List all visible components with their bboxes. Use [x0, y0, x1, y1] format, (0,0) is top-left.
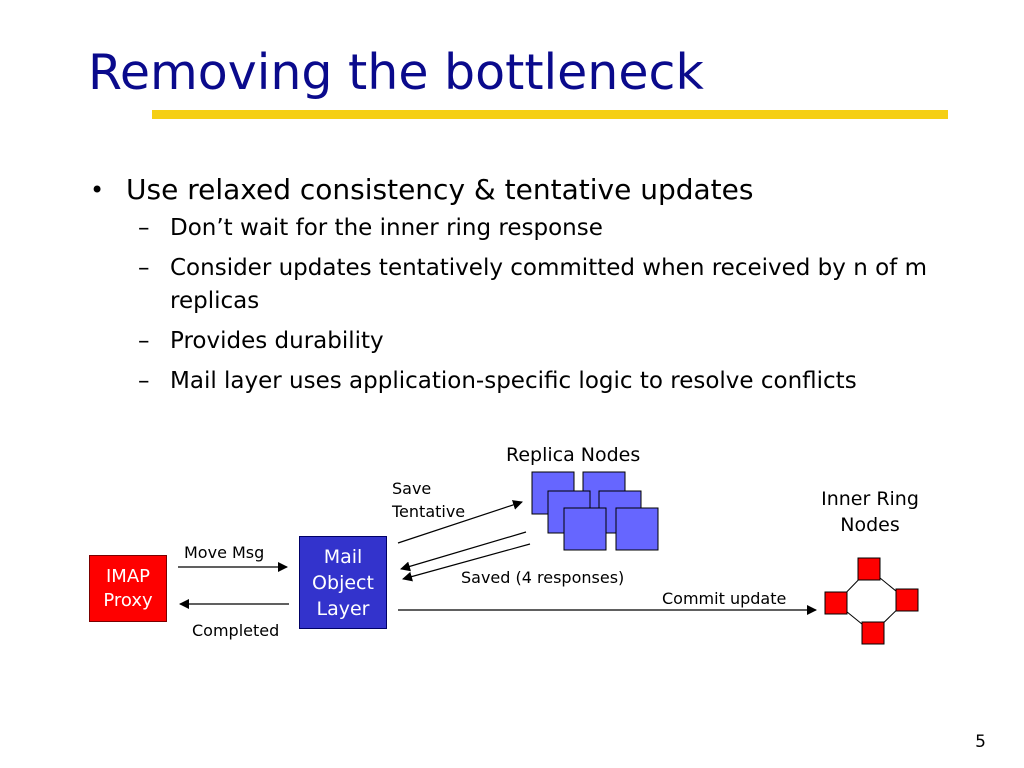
replica-node — [563, 507, 607, 551]
replica-nodes-group — [531, 471, 659, 551]
commit-update-label: Commit update — [662, 589, 787, 608]
move-msg-label: Move Msg — [184, 543, 265, 562]
saved-responses-arrow — [402, 543, 531, 582]
sub-bullet-text: Consider updates tentatively committed w… — [170, 255, 927, 314]
sub-bullet-text: Provides durability — [170, 328, 384, 354]
mail-object-layer-label: Mail Object Layer — [312, 545, 374, 620]
replica-node — [615, 507, 659, 551]
dash-icon: – — [138, 328, 150, 354]
bullet-main: • Use relaxed consistency & tentative up… — [90, 170, 950, 210]
sub-bullet-3: – Provides durability — [90, 325, 950, 358]
sub-bullet-1: – Don’t wait for the inner ring response — [90, 212, 950, 245]
sub-bullet-2: – Consider updates tentatively committed… — [90, 252, 950, 318]
bullet-list: • Use relaxed consistency & tentative up… — [90, 170, 950, 405]
saved-responses-label: Saved (4 responses) — [461, 568, 625, 587]
completed-label: Completed — [192, 621, 280, 640]
page-number: 5 — [975, 732, 986, 752]
slide-title: Removing the bottleneck — [88, 44, 704, 101]
save-tentative-label: Save Tentative — [392, 479, 466, 521]
ring-node — [861, 621, 885, 645]
inner-ring-label: Inner Ring Nodes — [821, 488, 919, 536]
title-underline — [152, 110, 948, 119]
save-tentative-arrow — [397, 500, 523, 544]
replica-nodes-label: Replica Nodes — [506, 444, 641, 466]
bullet-main-text: Use relaxed consistency & tentative upda… — [126, 173, 754, 206]
sub-bullet-text: Mail layer uses application-specific log… — [170, 368, 857, 394]
sub-bullet-text: Don’t wait for the inner ring response — [170, 215, 603, 241]
imap-proxy-label: IMAP Proxy — [103, 565, 153, 611]
sub-bullet-4: – Mail layer uses application-specific l… — [90, 365, 950, 398]
ring-node — [857, 557, 881, 581]
imap-proxy-box: IMAP Proxy — [89, 555, 167, 622]
bullet-dot-icon: • — [90, 176, 105, 204]
dash-icon: – — [138, 215, 150, 241]
dash-icon: – — [138, 255, 150, 281]
mail-object-layer-box: Mail Object Layer — [299, 536, 387, 629]
dash-icon: – — [138, 368, 150, 394]
ring-node — [824, 591, 848, 615]
saved-responses-arrow — [400, 531, 527, 572]
ring-node — [895, 588, 919, 612]
inner-ring-group — [824, 557, 919, 645]
